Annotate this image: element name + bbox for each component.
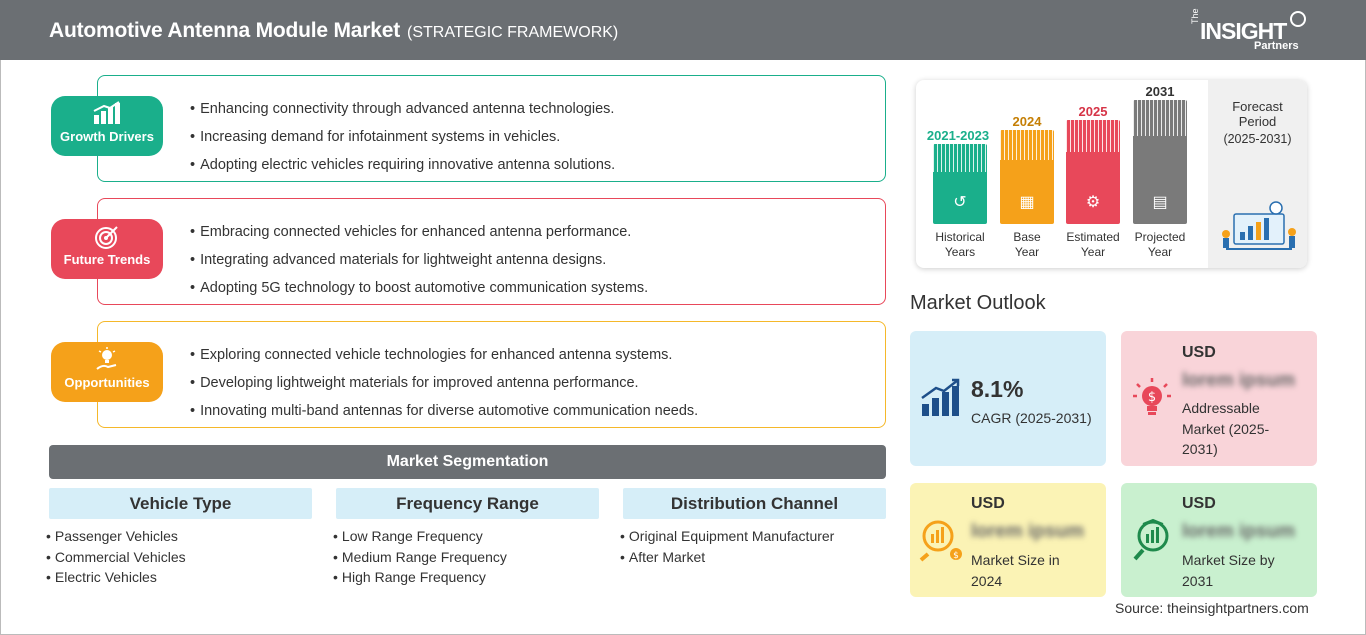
opportunities-box: Exploring connected vehicle technologies… (97, 321, 886, 428)
timeline-year-projected: 2031 (1145, 84, 1175, 99)
logo-ring-icon (1290, 11, 1306, 27)
logo-the: The (1190, 8, 1200, 24)
gear-icon: ⚙ (1085, 194, 1101, 211)
logo-insight: INSIGHT (1200, 18, 1287, 44)
magnifier-growth-icon (1133, 518, 1169, 561)
presentation-icon: ▤ (1152, 194, 1168, 211)
list-item: Medium Range Frequency (333, 547, 599, 568)
future-trends-list: Embracing connected vehicles for enhance… (190, 218, 648, 302)
market-outlook-title: Market Outlook (910, 292, 1046, 314)
list-item: Increasing demand for infotainment syste… (190, 123, 615, 151)
cagr-value: 8.1% (971, 376, 1024, 402)
analytics-illustration-icon (1222, 201, 1296, 250)
list-item: Original Equipment Manufacturer (620, 526, 886, 547)
bar-chart-icon (51, 101, 163, 129)
timeline-bar-estimated: ⚙ (1066, 120, 1120, 224)
insight-partners-logo[interactable]: The INSIGHT Partners (1190, 8, 1310, 54)
list-item: Embracing connected vehicles for enhance… (190, 218, 648, 246)
forecast-period-range: (2025-2031) (1223, 132, 1292, 146)
list-item: Adopting electric vehicles requiring inn… (190, 151, 615, 179)
list-item: After Market (620, 547, 886, 568)
header-bar: Automotive Antenna Module Market (STRATE… (0, 0, 1366, 60)
size-2031-usd: USD (1182, 495, 1216, 512)
timeline-bar-base: ▦ (1000, 130, 1054, 224)
size-2031-value-blurred: lorem ipsum (1182, 521, 1295, 542)
segment-column-vehicle-type: Vehicle Type Passenger Vehicles Commerci… (49, 488, 312, 588)
list-item: Passenger Vehicles (46, 526, 312, 547)
list-item: High Range Frequency (333, 567, 599, 588)
market-segmentation-header: Market Segmentation (49, 445, 886, 479)
growth-drivers-label: Growth Drivers (60, 129, 154, 144)
list-item: Low Range Frequency (333, 526, 599, 547)
opportunities-list: Exploring connected vehicle technologies… (190, 341, 698, 425)
segment-heading: Frequency Range (336, 488, 599, 519)
future-trends-box: Embracing connected vehicles for enhance… (97, 198, 886, 305)
segment-column-frequency-range: Frequency Range Low Range Frequency Medi… (336, 488, 599, 588)
list-item: Commercial Vehicles (46, 547, 312, 568)
list-item: Innovating multi-band antennas for diver… (190, 397, 698, 425)
timeline-year-estimated: 2025 (1078, 104, 1108, 119)
growth-drivers-list: Enhancing connectivity through advanced … (190, 95, 615, 179)
growth-chart-icon (921, 378, 960, 416)
segment-heading: Distribution Channel (623, 488, 886, 519)
page-subtitle: (STRATEGIC FRAMEWORK) (407, 24, 619, 41)
svg-text:$: $ (953, 551, 959, 561)
addressable-usd: USD (1182, 344, 1216, 361)
lightbulb-hand-icon (51, 347, 163, 375)
page-title: Automotive Antenna Module Market (49, 19, 401, 42)
svg-text:$: $ (1148, 390, 1156, 405)
calendar-icon: ▦ (1019, 194, 1035, 211)
segment-column-distribution-channel: Distribution Channel Original Equipment … (623, 488, 886, 567)
list-item: Electric Vehicles (46, 567, 312, 588)
opportunities-label: Opportunities (64, 375, 150, 390)
list-item: Enhancing connectivity through advanced … (190, 95, 615, 123)
timeline-bar-historical: ↺ (933, 144, 987, 224)
future-trends-label: Future Trends (63, 252, 151, 267)
source-link[interactable]: Source: theinsightpartners.com (1115, 600, 1309, 616)
idea-dollar-icon: $ (1133, 378, 1171, 415)
timeline-year-base: 2024 (1012, 114, 1042, 129)
cagr-card: 8.1% CAGR (2025-2031) (910, 331, 1106, 466)
timeline-bar-projected: ▤ (1133, 100, 1187, 224)
timeline-year-historical: 2021-2023 (926, 128, 990, 143)
segment-heading: Vehicle Type (49, 488, 312, 519)
history-icon: ↺ (953, 194, 967, 211)
list-item: Integrating advanced materials for light… (190, 246, 648, 274)
list-item: Adopting 5G technology to boost automoti… (190, 274, 648, 302)
list-item: Developing lightweight materials for imp… (190, 369, 698, 397)
size-2024-value-blurred: lorem ipsum (971, 521, 1084, 542)
cagr-label: CAGR (2025-2031) (971, 410, 1092, 426)
target-icon (51, 224, 163, 252)
size-2024-usd: USD (971, 495, 1005, 512)
growth-drivers-badge: Growth Drivers (51, 96, 163, 156)
list-item: Exploring connected vehicle technologies… (190, 341, 698, 369)
future-trends-badge: Future Trends (51, 219, 163, 279)
opportunities-badge: Opportunities (51, 342, 163, 402)
magnifier-dollar-icon: $ (919, 520, 962, 562)
logo-partners: Partners (1254, 40, 1299, 52)
addressable-value-blurred: lorem ipsum (1182, 370, 1295, 391)
growth-drivers-box: Enhancing connectivity through advanced … (97, 75, 886, 182)
